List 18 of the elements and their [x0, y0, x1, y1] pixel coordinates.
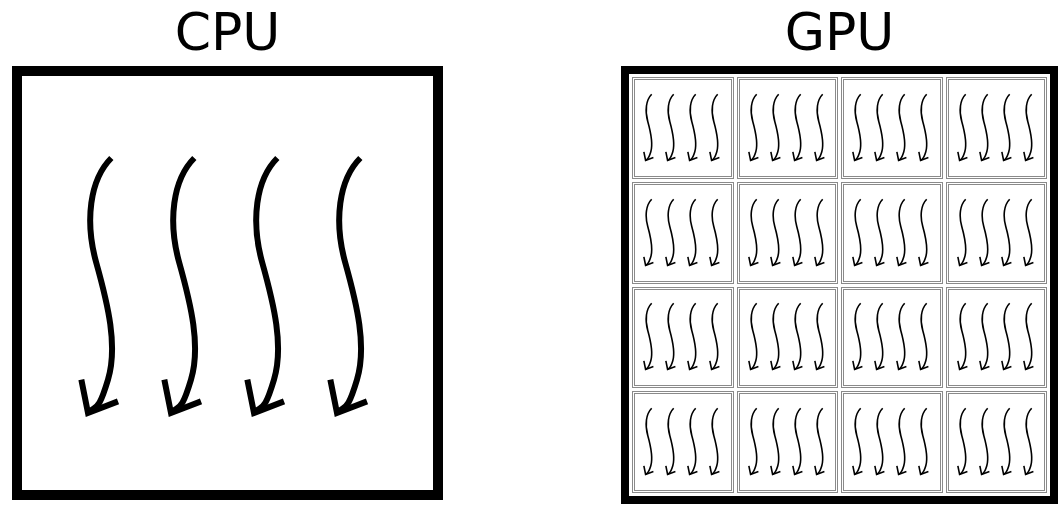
core-cell	[841, 391, 943, 493]
core-cell	[841, 77, 943, 179]
core-cell	[736, 181, 838, 284]
core-cell	[841, 181, 943, 284]
core-cell	[841, 286, 943, 389]
core-cell	[945, 391, 1047, 493]
panel-heading: CPU	[174, 2, 281, 64]
core-cell	[632, 286, 734, 389]
core-cell	[945, 286, 1047, 389]
core-cell	[632, 181, 734, 284]
core-cell	[945, 181, 1047, 284]
core-cell	[632, 77, 734, 179]
core-cell	[736, 391, 838, 493]
core-cell	[736, 77, 838, 179]
core-cell	[736, 286, 838, 389]
core-cell	[632, 391, 734, 493]
core-cell	[945, 77, 1047, 179]
panel-heading: GPU	[784, 2, 895, 64]
